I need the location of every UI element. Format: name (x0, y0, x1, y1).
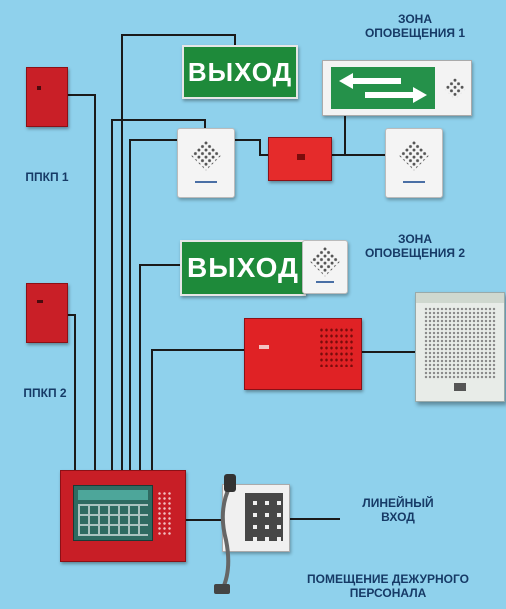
wire-exit-top (121, 34, 236, 470)
amplifier (244, 318, 362, 390)
wire-amp-1 (151, 349, 244, 470)
double-arrow-left-right-icon (339, 73, 427, 103)
exit-sign-middle: ВЫХОД (180, 240, 306, 296)
line-input-label-line2: ВХОД (381, 510, 415, 525)
exit-sign-top: ВЫХОД (182, 45, 298, 99)
main-control-unit (60, 470, 186, 562)
arrow-sign-speaker-icon (443, 76, 467, 100)
duty-room-label-line2: ПЕРСОНАЛА (349, 586, 427, 601)
zone-1-label: ЗОНА ОПОВЕЩЕНИЯ 1 (335, 12, 495, 41)
wire-speaker-1 (111, 119, 206, 470)
ppkp-2-panel (26, 283, 68, 343)
control-panel-display (73, 485, 153, 541)
zone-1-label-line2: ОПОВЕЩЕНИЯ 1 (364, 26, 466, 41)
duty-room-label-line1: ПОМЕЩЕНИЕ ДЕЖУРНОГО (307, 572, 469, 586)
wall-speaker (415, 292, 505, 402)
line-input-label-line1: ЛИНЕЙНЫЙ (362, 496, 434, 510)
console-keypad (245, 493, 283, 541)
speaker-zone1-right (385, 128, 443, 198)
wire-ppkp2 (66, 314, 76, 470)
arrow-sign (322, 60, 472, 116)
ppkp-1-panel (26, 67, 68, 127)
speaker-zone1-left (177, 128, 235, 198)
gooseneck-microphone-icon (214, 474, 236, 594)
zone-module (268, 137, 332, 181)
amplifier-vents (319, 327, 353, 367)
wire-module-arrow (344, 114, 355, 155)
ppkp-1-label: ППКП 1 (25, 170, 69, 184)
exit-sign-speaker (302, 240, 348, 294)
zone-1-label-line1: ЗОНА (397, 12, 433, 26)
wire-exit-mid (139, 264, 180, 470)
speaker-grill-icon (190, 139, 222, 171)
speaker-grill-icon (309, 245, 341, 277)
line-input-label: ЛИНЕЙНЫЙ ВХОД (338, 496, 458, 525)
duty-room-label: ПОМЕЩЕНИЕ ДЕЖУРНОГО ПЕРСОНАЛА (270, 572, 506, 601)
speaker-grill-icon (424, 307, 496, 379)
wire-ppkp1 (66, 94, 96, 470)
zone-2-label-line1: ЗОНА (397, 232, 433, 246)
zone-2-label-line2: ОПОВЕЩЕНИЯ 2 (364, 246, 466, 261)
wire-red-module (129, 139, 272, 470)
microphone-console (222, 484, 290, 552)
speaker-grill-icon (398, 139, 430, 171)
ppkp-2-label: ППКП 2 (23, 386, 67, 400)
zone-2-label: ЗОНА ОПОВЕЩЕНИЯ 2 (335, 232, 495, 261)
